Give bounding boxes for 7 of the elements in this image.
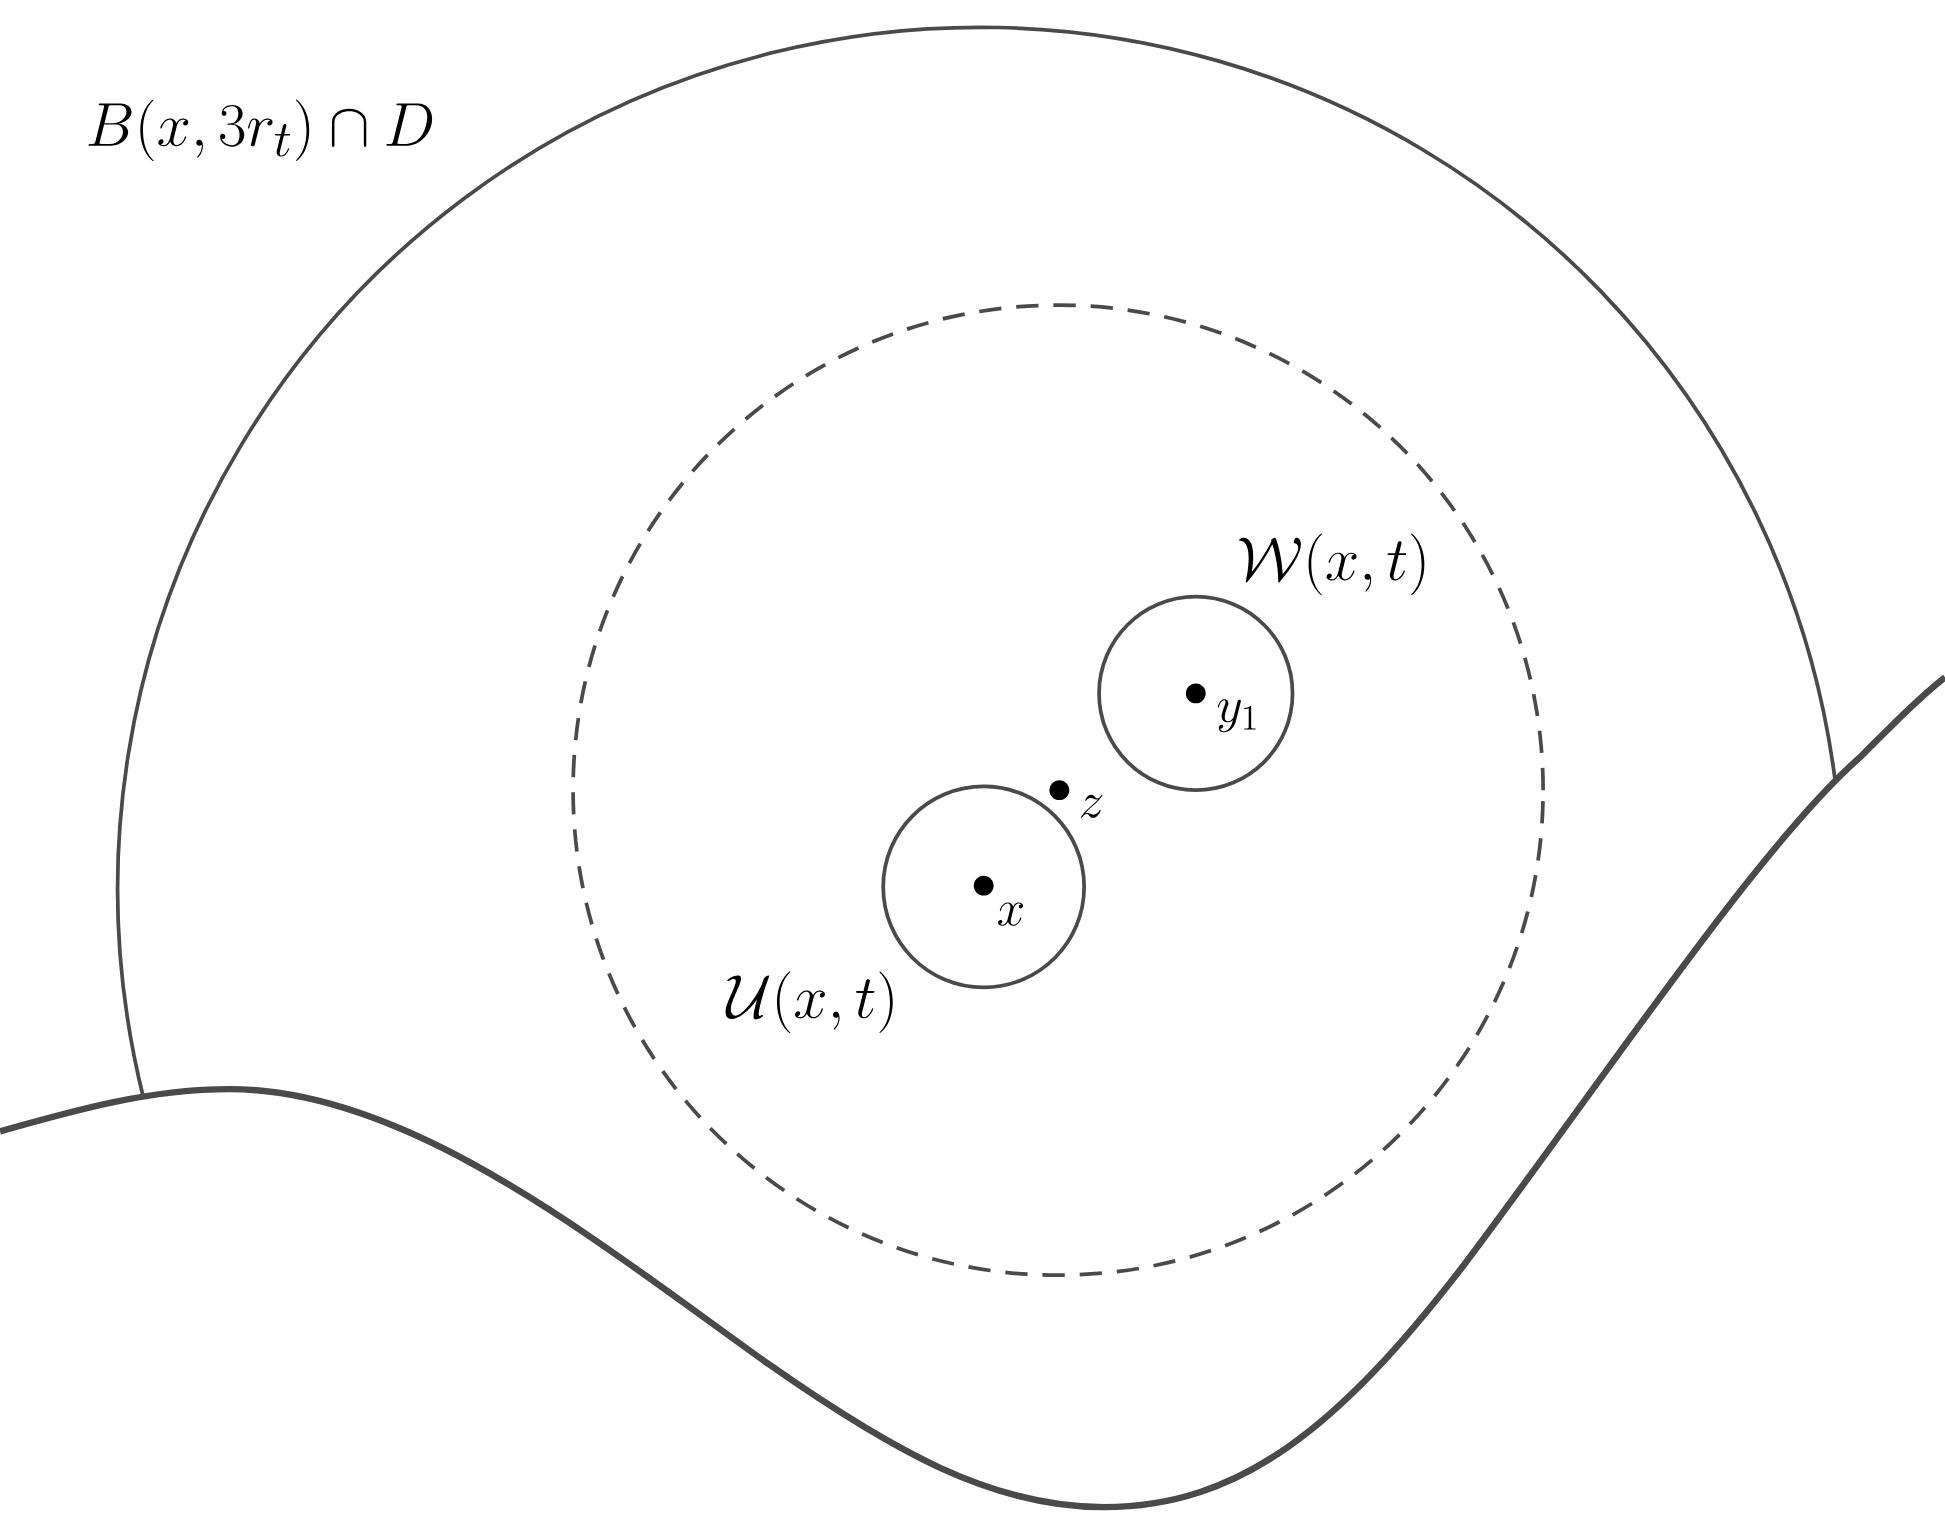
point-label: $y_1$: [1185, 683, 1256, 733]
set-label: $\mathcal{U}(x,t)$: [725, 971, 893, 1033]
point-label: $x$: [973, 875, 1024, 926]
dashed-circle: [571, 303, 1545, 1277]
region-label: $B(x,3r_t)\cap D$: [88, 99, 433, 161]
point-label: $z$: [1049, 780, 1103, 818]
set-label: $\mathcal{W}(x,t)$: [1239, 533, 1425, 596]
